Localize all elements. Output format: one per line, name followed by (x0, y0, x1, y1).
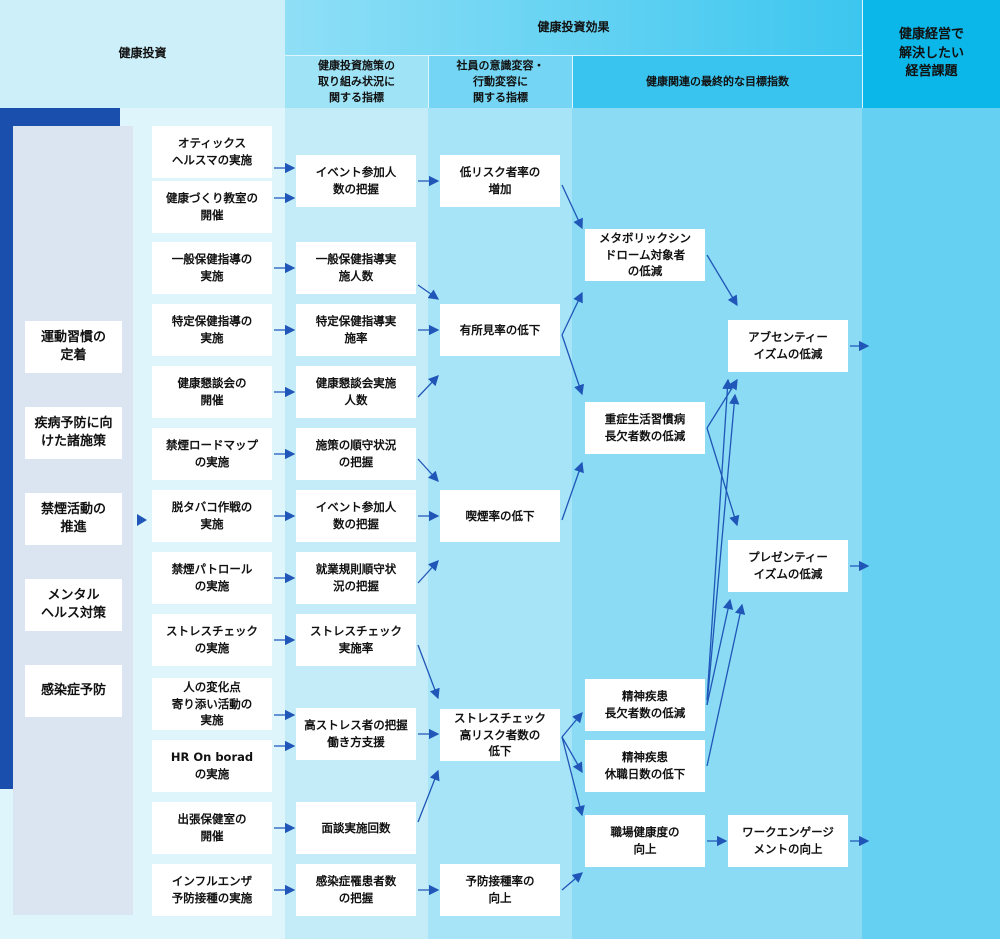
flow-arrow (706, 254, 738, 307)
initiative-indicator: 健康懇談会実施 人数 (296, 366, 416, 418)
theme-item: 運動習慣の 定着 (25, 321, 122, 373)
behavior-indicator: 有所見率の低下 (440, 304, 560, 356)
flow-arrow (561, 334, 585, 396)
issue-header-bg (863, 0, 1000, 108)
measure-item: 健康懇談会の 開催 (152, 366, 272, 418)
final-indicator: メタボリックシン ドローム対象者 の低減 (585, 229, 705, 281)
measure-item: 禁煙ロードマップ の実施 (152, 428, 272, 480)
theme-item: メンタル ヘルス対策 (25, 579, 122, 631)
col-investment-bg (0, 0, 285, 108)
initiative-indicator: 感染症罹患者数 の把握 (296, 864, 416, 916)
flow-arrow (561, 461, 584, 521)
header-effect: 健康投資効果 (537, 19, 610, 34)
flow-arrow (561, 291, 583, 336)
flow-arrow (417, 458, 439, 482)
measure-item: 禁煙パトロール の実施 (152, 552, 272, 604)
flow-arrow (561, 712, 583, 738)
header-investment: 健康投資 (118, 46, 167, 61)
initiative-indicator: 高ストレス者の把握 働き方支援 (296, 708, 416, 760)
behavior-indicator: ストレスチェック 高リスク者数の 低下 (440, 709, 560, 761)
flow-arrow (561, 736, 585, 817)
header-final: 健康関連の最終的な目標指数 (646, 75, 789, 89)
final-outcome: ワークエンゲージ メントの向上 (728, 815, 848, 867)
behavior-indicator: 喫煙率の低下 (440, 490, 560, 542)
behavior-indicator: 低リスク者率の 増加 (440, 155, 560, 207)
initiative-indicator: 就業規則順守状 況の把握 (296, 552, 416, 604)
theme-item: 禁煙活動の 推進 (25, 493, 122, 545)
measure-item: インフルエンザ 予防接種の実施 (152, 864, 272, 916)
flow-arrow (417, 375, 439, 398)
measure-item: 脱タバコ作戦の 実施 (152, 490, 272, 542)
flow-arrow (706, 598, 734, 706)
final-outcome: プレゼンティー イズムの低減 (728, 540, 848, 592)
measure-item: 特定保健指導の 実施 (152, 304, 272, 356)
initiative-indicator: ストレスチェック 実施率 (296, 614, 416, 666)
header-behavior: 社員の意識変容・ 行動変容に 関する指標 (456, 59, 545, 104)
flow-arrow (561, 872, 583, 891)
col-issue-bg (862, 108, 1000, 939)
theme-item: 疾病予防に向 けた諸施策 (25, 407, 122, 459)
flow-arrow (417, 644, 440, 700)
initiative-indicator: 面談実施回数 (296, 802, 416, 854)
measure-item: オティックス ヘルスマの実施 (152, 126, 272, 178)
measure-item: ストレスチェック の実施 (152, 614, 272, 666)
behavior-indicator: 予防接種率の 向上 (440, 864, 560, 916)
measure-item: 健康づくり教室の 開催 (152, 181, 272, 233)
final-outcome: アブセンティー イズムの低減 (728, 320, 848, 372)
final-indicator: 重症生活習慣病 長欠者数の低減 (585, 402, 705, 454)
header-initiative: 健康投資施策の 取り組み状況に 関する指標 (318, 59, 395, 104)
header-issue: 健康経営で 解決したい 経営課題 (898, 26, 964, 80)
sub-header-bg-2 (429, 56, 572, 108)
flow-arrow (561, 736, 583, 774)
initiative-indicator: 特定保健指導実 施率 (296, 304, 416, 356)
theme-item: 感染症予防 (25, 665, 122, 717)
final-indicator: 精神疾患 長欠者数の低減 (585, 679, 705, 731)
sub-header-bg-1 (285, 56, 428, 108)
measure-item: HR On borad の実施 (152, 740, 272, 792)
measure-item: 出張保健室の 開催 (152, 802, 272, 854)
theme-arrow-icon (137, 514, 147, 526)
flow-arrow (706, 378, 733, 701)
flow-arrow (417, 284, 440, 300)
initiative-indicator: イベント参加人 数の把握 (296, 155, 416, 207)
initiative-indicator: イベント参加人 数の把握 (296, 490, 416, 542)
flow-arrow (417, 560, 439, 584)
flow-arrow (706, 603, 746, 767)
initiative-indicator: 一般保健指導実 施人数 (296, 242, 416, 294)
sub-header-bg-3 (573, 56, 862, 108)
measure-item: 人の変化点 寄り添い活動の 実施 (152, 678, 272, 730)
flow-arrow (561, 184, 583, 230)
flow-arrow (417, 769, 440, 823)
measure-item: 一般保健指導の 実施 (152, 242, 272, 294)
final-indicator: 精神疾患 休職日数の低下 (585, 740, 705, 792)
flow-arrow (706, 393, 740, 706)
effect-header-bg (285, 0, 862, 55)
final-indicator: 職場健康度の 向上 (585, 815, 705, 867)
initiative-indicator: 施策の順守状況 の把握 (296, 428, 416, 480)
